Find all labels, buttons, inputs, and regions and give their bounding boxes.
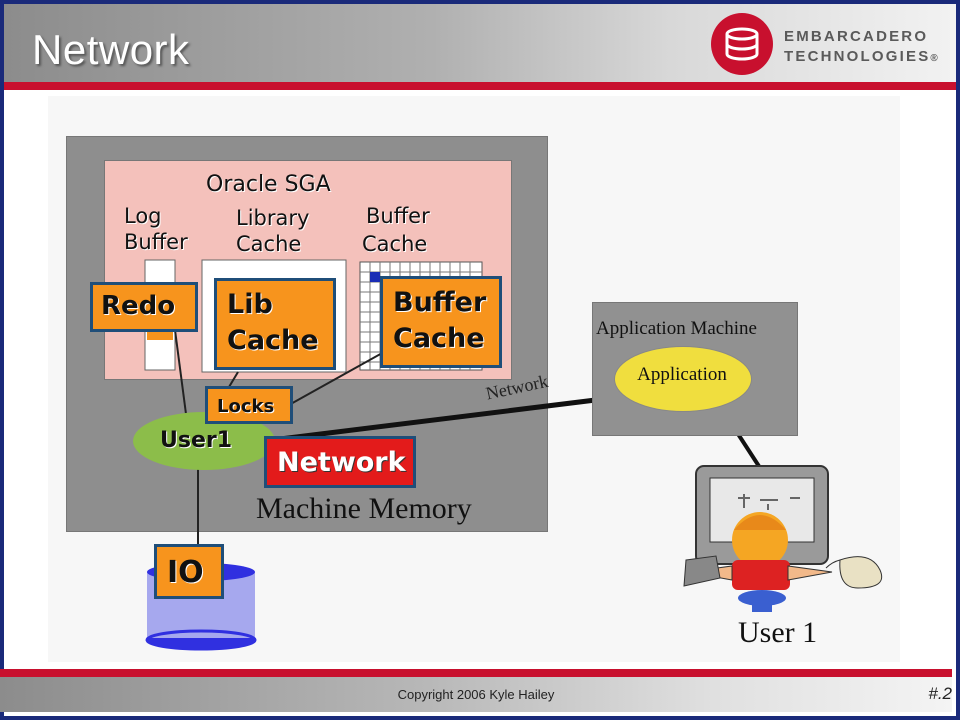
log-buffer-label-1: Log: [124, 204, 162, 228]
buffer-cache-label-2: Cache: [362, 232, 428, 256]
buffer-cache-callout-line1: Buffer: [393, 287, 487, 318]
library-cache-label-2: Cache: [236, 232, 302, 256]
locks-callout-label: Locks: [217, 396, 275, 417]
logo-mark-icon: [711, 13, 773, 75]
application-ellipse: [614, 346, 752, 412]
network-callout: Network: [264, 436, 416, 488]
footer-red-rule: [0, 669, 952, 677]
lib-cache-callout-line2: Cache: [227, 325, 319, 356]
slide-title: Network: [32, 26, 190, 73]
logo-registered-mark: ®: [930, 53, 940, 64]
network-callout-label: Network: [277, 447, 406, 478]
logo-line1: EMBARCADERO: [784, 28, 929, 45]
user1-label: User1: [160, 428, 233, 453]
lib-cache-callout-line1: Lib: [227, 289, 273, 320]
machine-memory-label: Machine Memory: [256, 492, 472, 525]
logo-line2-wrap: TECHNOLOGIES®: [784, 48, 940, 65]
page-number: #.2: [928, 684, 952, 703]
network-link-line: [271, 393, 629, 443]
header-bar: [4, 4, 956, 84]
logo-line2: TECHNOLOGIES: [784, 48, 931, 65]
buffer-cache-label-1: Buffer: [366, 204, 430, 228]
redo-callout: Redo: [90, 282, 198, 332]
application-machine-label: Application Machine: [596, 318, 757, 339]
user-caption: User 1: [738, 616, 818, 649]
redo-connector: [174, 329, 187, 415]
application-label: Application: [637, 364, 727, 385]
io-callout-label: IO: [167, 555, 204, 590]
buffer-cache-callout: Buffer Cache: [380, 276, 502, 368]
io-callout: IO: [154, 544, 224, 599]
library-cache-label-1: Library: [236, 206, 310, 230]
embarcadero-logo: EMBARCADERO TECHNOLOGIES®: [706, 8, 946, 76]
user-at-computer-icon: [683, 465, 883, 612]
log-buffer-label-2: Buffer: [124, 230, 188, 254]
buffer-cache-callout-line2: Cache: [393, 323, 485, 354]
lib-cache-callout: Lib Cache: [214, 278, 336, 370]
locks-callout: Locks: [205, 386, 293, 424]
header-red-rule: [4, 82, 956, 90]
copyright-text: Copyright 2006 Kyle Hailey: [397, 687, 555, 702]
sga-title: Oracle SGA: [206, 172, 331, 197]
redo-callout-label: Redo: [101, 291, 176, 321]
